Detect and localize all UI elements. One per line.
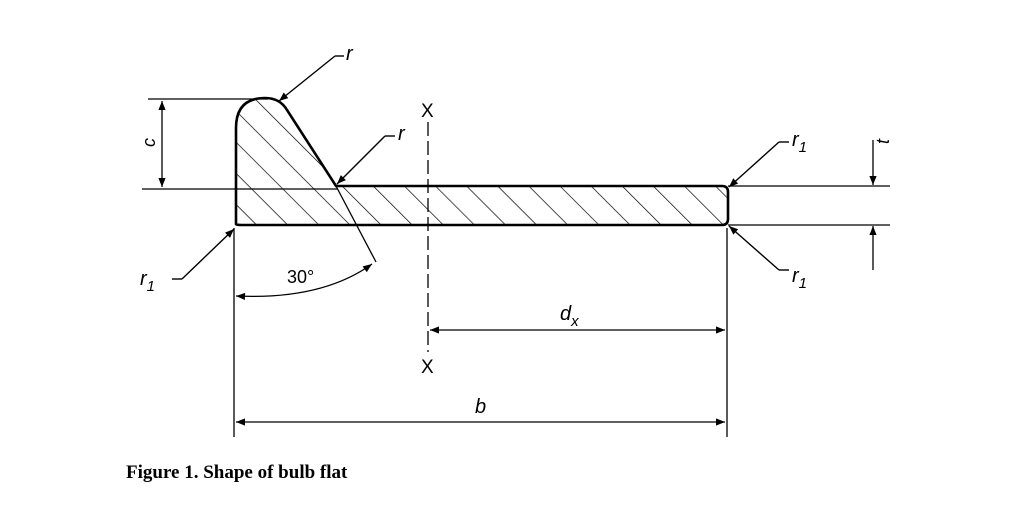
r-top-label: r — [346, 43, 354, 65]
dx-label: dx — [560, 303, 579, 330]
axis-x-top-label: X — [421, 101, 434, 122]
figure-caption: Figure 1. Shape of bulb flat — [126, 462, 348, 483]
c-label: c — [139, 138, 159, 147]
b-label: b — [475, 396, 486, 418]
r1-upper-right-label: r1 — [792, 129, 807, 156]
r1-lower-right-leader — [728, 225, 780, 271]
angle-30-label: 30° — [287, 267, 314, 287]
r1-upper-right-leader — [728, 141, 780, 188]
r1-lower-right-label: r1 — [792, 265, 807, 292]
axis-x-bottom-label: X — [421, 357, 434, 378]
r1-lower-left-leader — [181, 228, 235, 280]
angle-30-arc — [235, 263, 373, 301]
bulb-flat-section — [234, 96, 730, 227]
r-top-leader — [278, 55, 336, 102]
angle-flank-extension — [335, 185, 377, 263]
r-middle-label: r — [398, 123, 406, 145]
r-middle-leader — [336, 135, 386, 185]
t-label: t — [873, 138, 893, 144]
r1-lower-left-label: r1 — [140, 268, 155, 295]
